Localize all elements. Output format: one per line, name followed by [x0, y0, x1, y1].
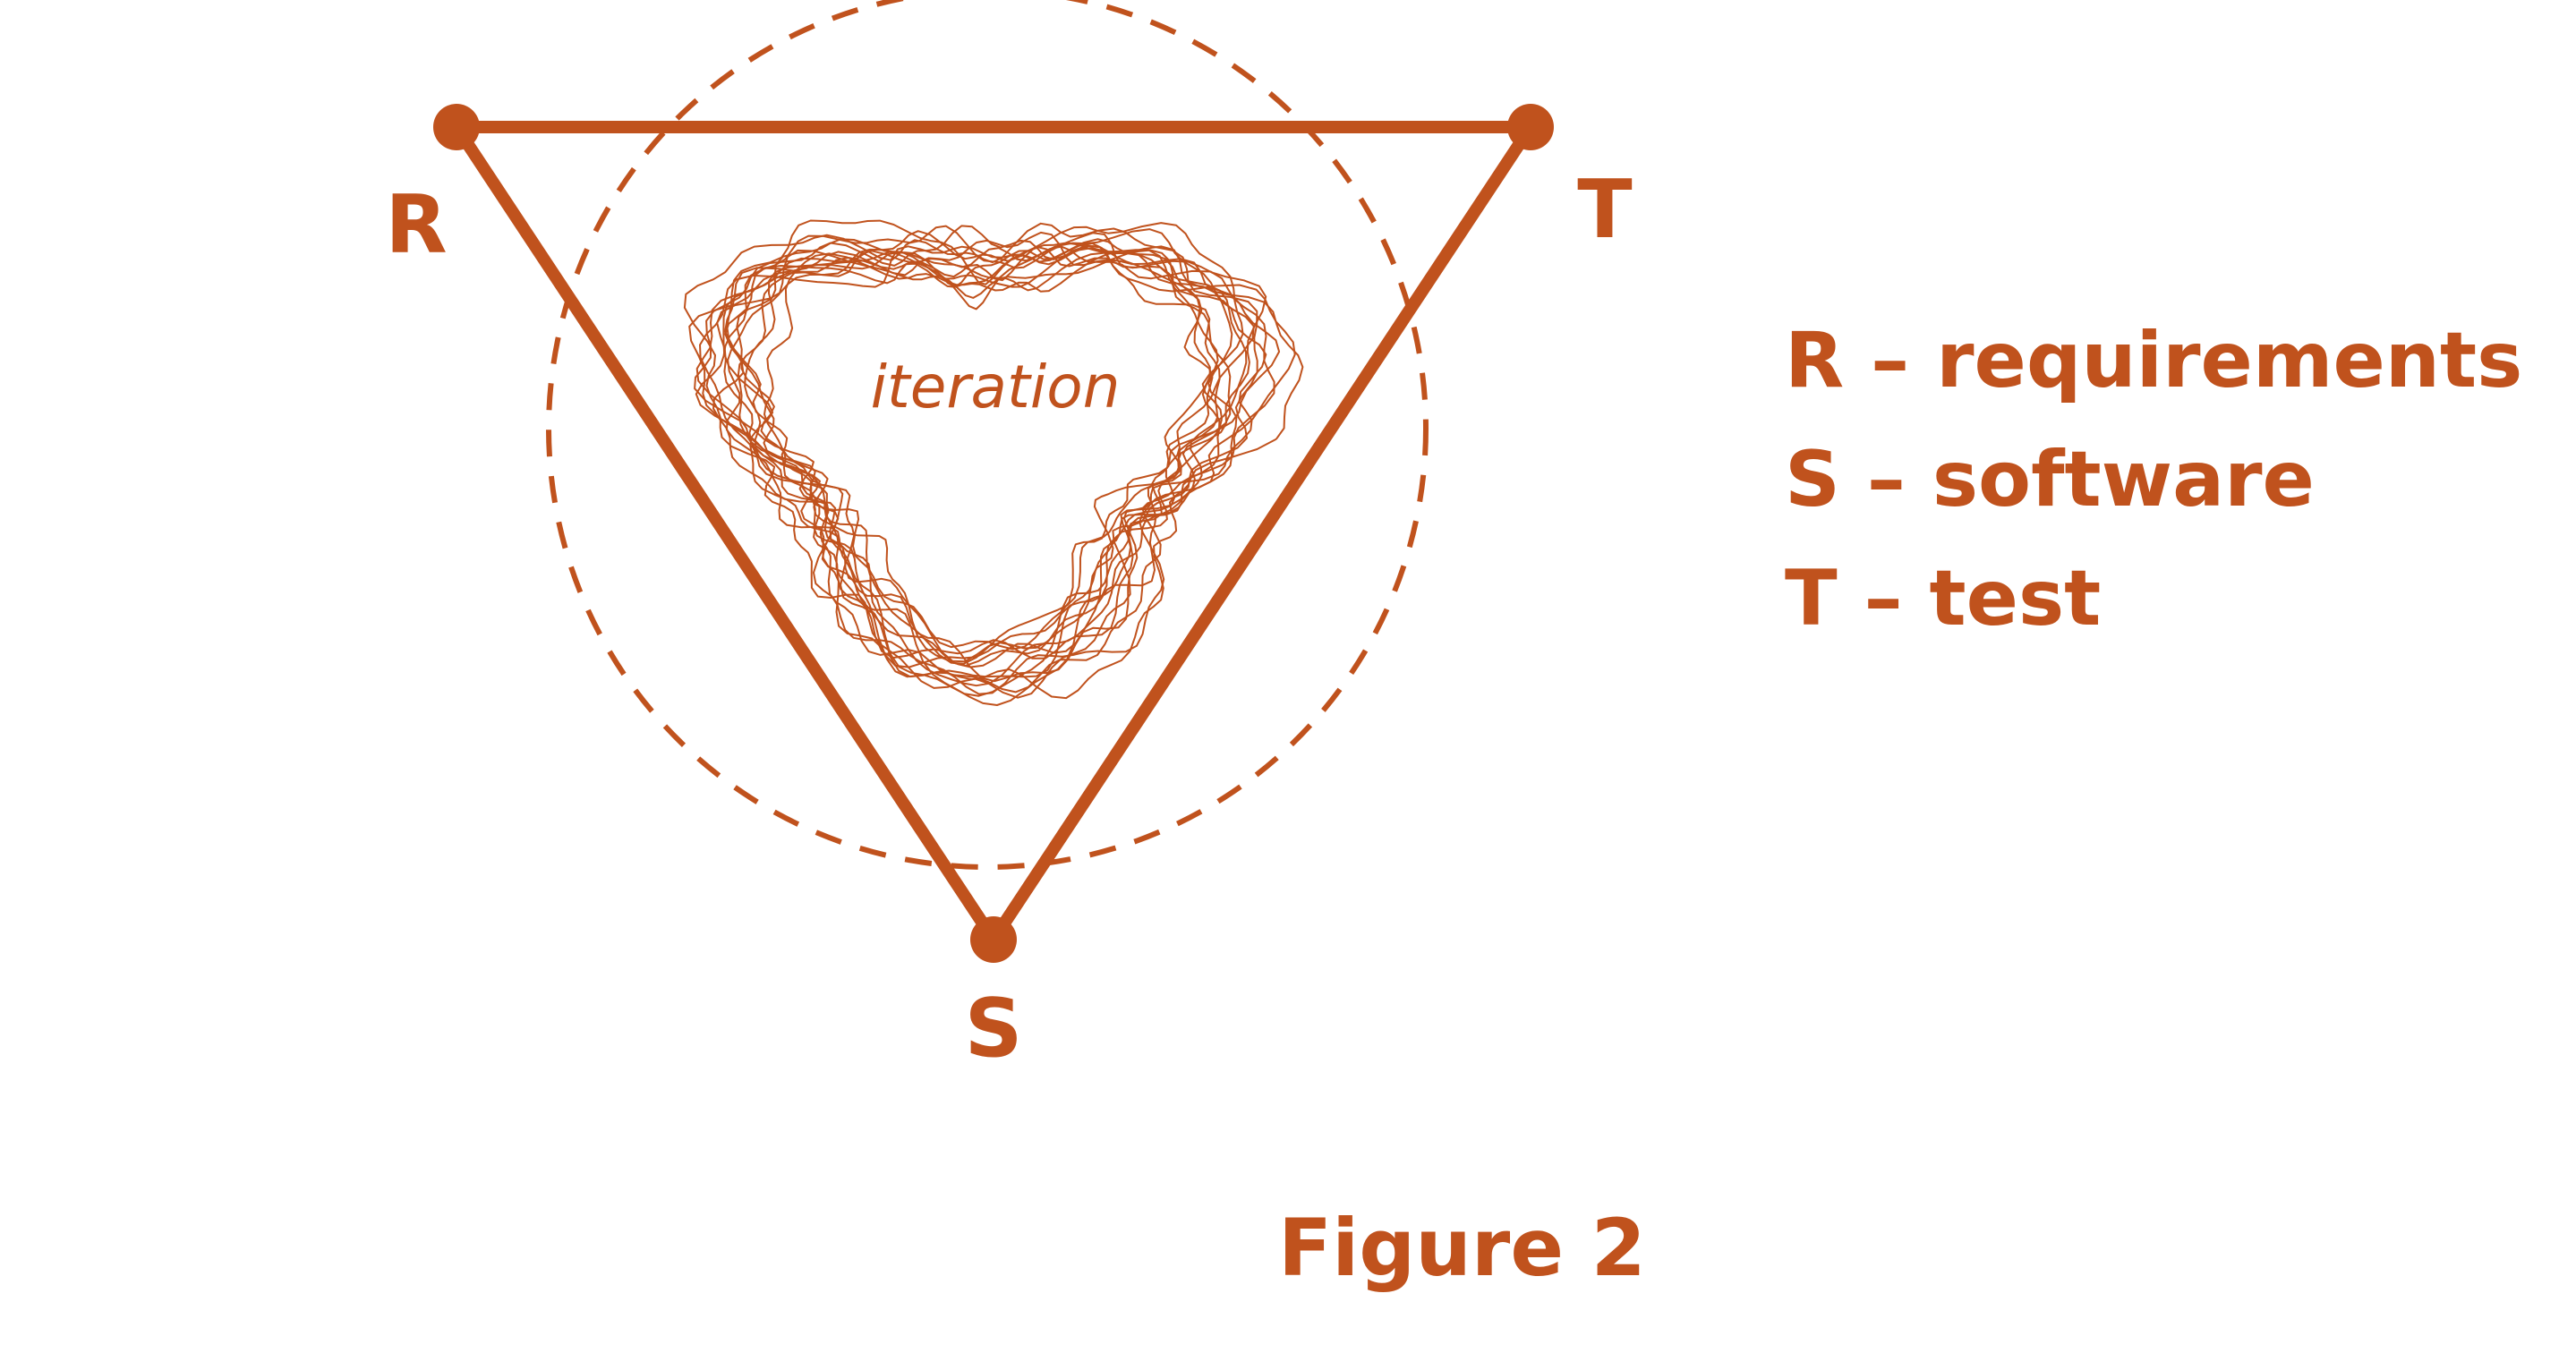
vertex-dot-s: [970, 916, 1017, 963]
scribble-loop: [737, 239, 1212, 649]
vertex-label-r: R: [385, 178, 447, 272]
vertex-label-s: S: [965, 982, 1023, 1076]
scribble-loop: [717, 231, 1266, 666]
vertex-dot-t: [1507, 104, 1554, 150]
iteration-scribble: [685, 221, 1303, 706]
legend-item-r: R – requirements: [1785, 316, 2522, 405]
legend: R – requirements S – software T – test: [1785, 316, 2522, 643]
scribble-loop: [764, 250, 1230, 667]
iteration-label: iteration: [871, 353, 1121, 421]
vertex-dot-r: [433, 104, 480, 150]
edge-s-r: [456, 127, 994, 940]
scribble-loop: [725, 243, 1219, 661]
legend-item-t: T – test: [1785, 554, 2101, 643]
scribble-loop: [738, 252, 1246, 686]
legend-item-s: S – software: [1785, 435, 2315, 524]
vertex-label-t: T: [1577, 163, 1632, 257]
figure-caption: Figure 2: [1278, 1202, 1646, 1294]
